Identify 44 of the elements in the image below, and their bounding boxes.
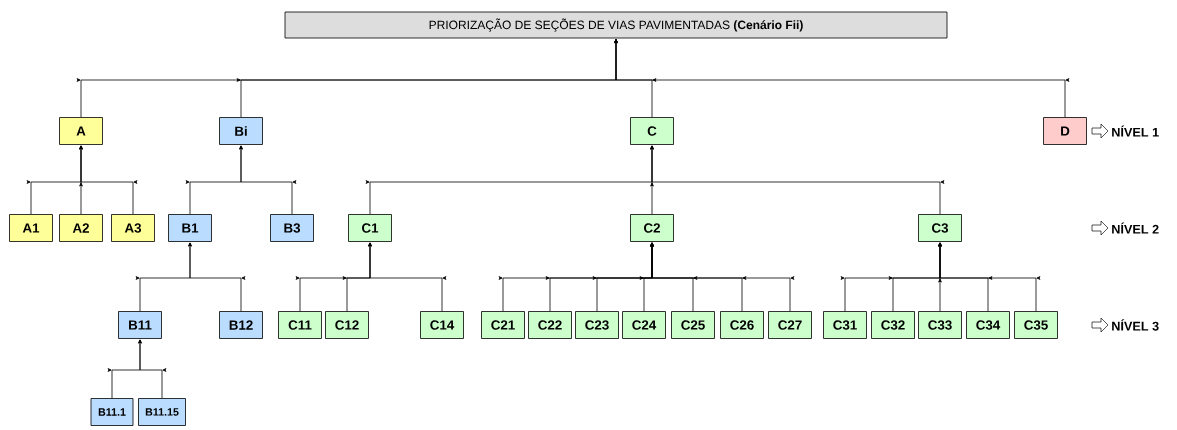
connector-arrow <box>239 145 297 215</box>
category-box: C21 <box>481 311 525 339</box>
category-box: B1 <box>168 214 212 242</box>
category-box: C31 <box>823 311 867 339</box>
level-label: NÍVEL 3 <box>1112 319 1159 331</box>
category-box: C11 <box>278 311 322 339</box>
category-box: B12 <box>219 311 263 339</box>
category-box: C23 <box>575 311 619 339</box>
category-box: C27 <box>768 311 812 339</box>
category-box: C35 <box>1014 311 1058 339</box>
category-box: C1 <box>348 214 392 242</box>
category-box: C <box>630 117 674 145</box>
category-box: C22 <box>528 311 572 339</box>
category-box: C34 <box>966 311 1010 339</box>
connector-arrow <box>138 339 167 399</box>
connector-arrow <box>79 145 138 215</box>
connector-arrow <box>650 242 795 312</box>
category-box: B11.1 <box>90 398 134 426</box>
category-box: D <box>1043 117 1087 145</box>
category-box: C3 <box>918 214 962 242</box>
level-label: NÍVEL 1 <box>1112 125 1159 137</box>
category-box: A1 <box>9 214 53 242</box>
connector-arrow <box>614 39 1070 118</box>
category-box: B11.15 <box>138 398 186 426</box>
category-box: C12 <box>325 311 369 339</box>
title-box: PRIORIZAÇÃO DE SEÇÕES DE VIAS PAVIMENTADAS (Cenário Fii) <box>284 11 948 39</box>
category-box: C32 <box>871 311 915 339</box>
category-box: A2 <box>59 214 103 242</box>
category-box: C33 <box>918 311 962 339</box>
connector-arrow <box>188 242 246 312</box>
category-box: A3 <box>111 214 155 242</box>
category-box: B11 <box>118 311 162 339</box>
category-box: C14 <box>420 311 464 339</box>
category-box: C26 <box>720 311 764 339</box>
level-label: NÍVEL 2 <box>1112 222 1159 234</box>
connector-arrow <box>650 145 945 215</box>
category-box: Bi <box>219 117 263 145</box>
category-box: C25 <box>671 311 715 339</box>
category-box: B3 <box>270 214 314 242</box>
category-box: A <box>59 117 103 145</box>
connector-arrow <box>938 242 1041 312</box>
category-box: C2 <box>630 214 674 242</box>
connector-arrow <box>368 242 447 312</box>
category-box: C24 <box>622 311 666 339</box>
